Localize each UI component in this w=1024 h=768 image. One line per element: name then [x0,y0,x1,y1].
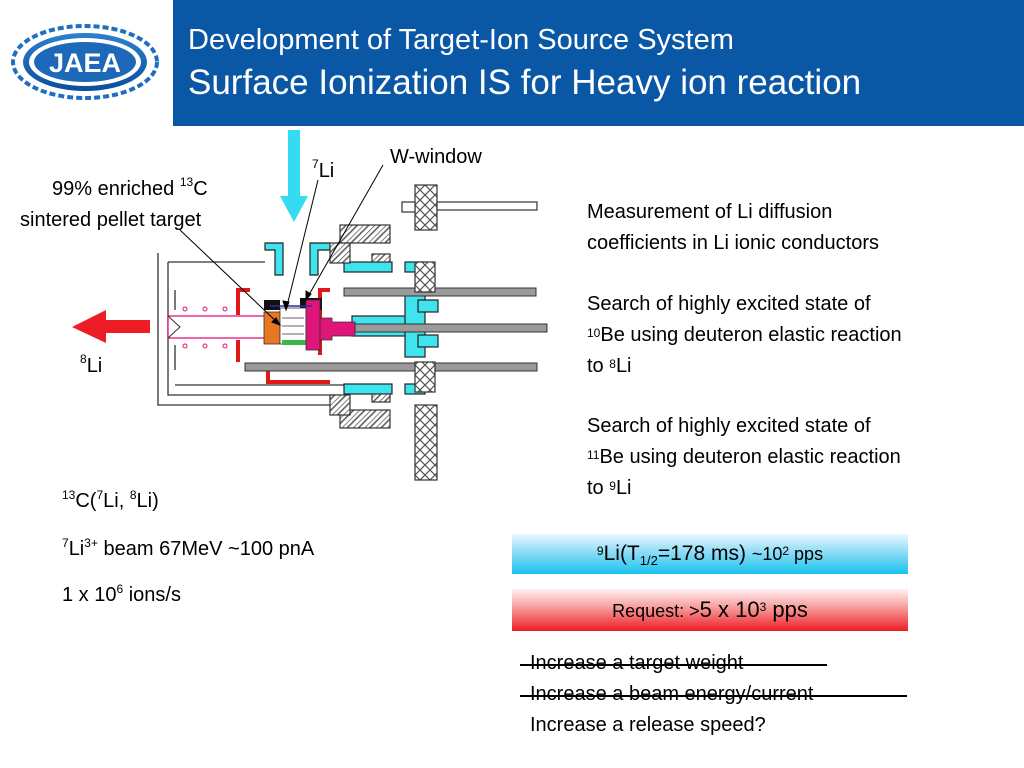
strikethrough-line [520,695,907,697]
target-label-line2: sintered pellet target [20,209,202,231]
jaea-logo: JAEA [11,24,159,100]
research-item-10be: Search of highly excited state of 10Be u… [587,293,902,377]
yield-box: 9Li(T1/2=178 ms) ~102 pps [512,534,908,574]
improvement-item-beam: Increase a beam energy/current [530,683,814,705]
strikethrough-line [520,664,827,666]
beam-out-label: 8Li [80,352,103,377]
target-label: 99% enriched 13C [52,175,208,200]
ion-rate: 1 x 106 ions/s [62,582,181,606]
beam-in-arrow [280,130,308,222]
support-rods [244,287,548,372]
leader-lines [179,164,384,326]
beam-in-label: 7Li [312,157,335,182]
research-item-diffusion: Measurement of Li diffusion coefficients… [587,201,880,254]
beam-out-arrow [72,310,150,343]
beam-spec: 7Li3+ beam 67MeV ~100 pnA [62,536,315,560]
w-window-label: W-window [390,146,482,168]
research-item-11be: Search of highly excited state of 11Be u… [587,415,901,499]
hatched-flanges [329,184,538,481]
slide-title: Development of Target-Ion Source System [188,24,734,56]
target-ion-source-diagram: 99% enriched 13C sintered pellet target … [0,126,560,506]
slide-subtitle: Surface Ionization IS for Heavy ion reac… [188,63,862,102]
ion-source-cross-section [72,130,548,481]
improvement-item-target-weight: Increase a target weight [530,652,744,674]
improvement-item-release-speed: Increase a release speed? [530,714,766,736]
ion-tube [167,306,269,349]
request-box: Request: >5 x 103 pps [512,589,908,631]
logo-text: JAEA [49,48,121,78]
title-band: Development of Target-Ion Source System … [173,0,1024,126]
slide-header: JAEA Development of Target-Ion Source Sy… [0,0,1024,126]
reaction-formula: 13C(7Li, 8Li) [62,488,159,512]
